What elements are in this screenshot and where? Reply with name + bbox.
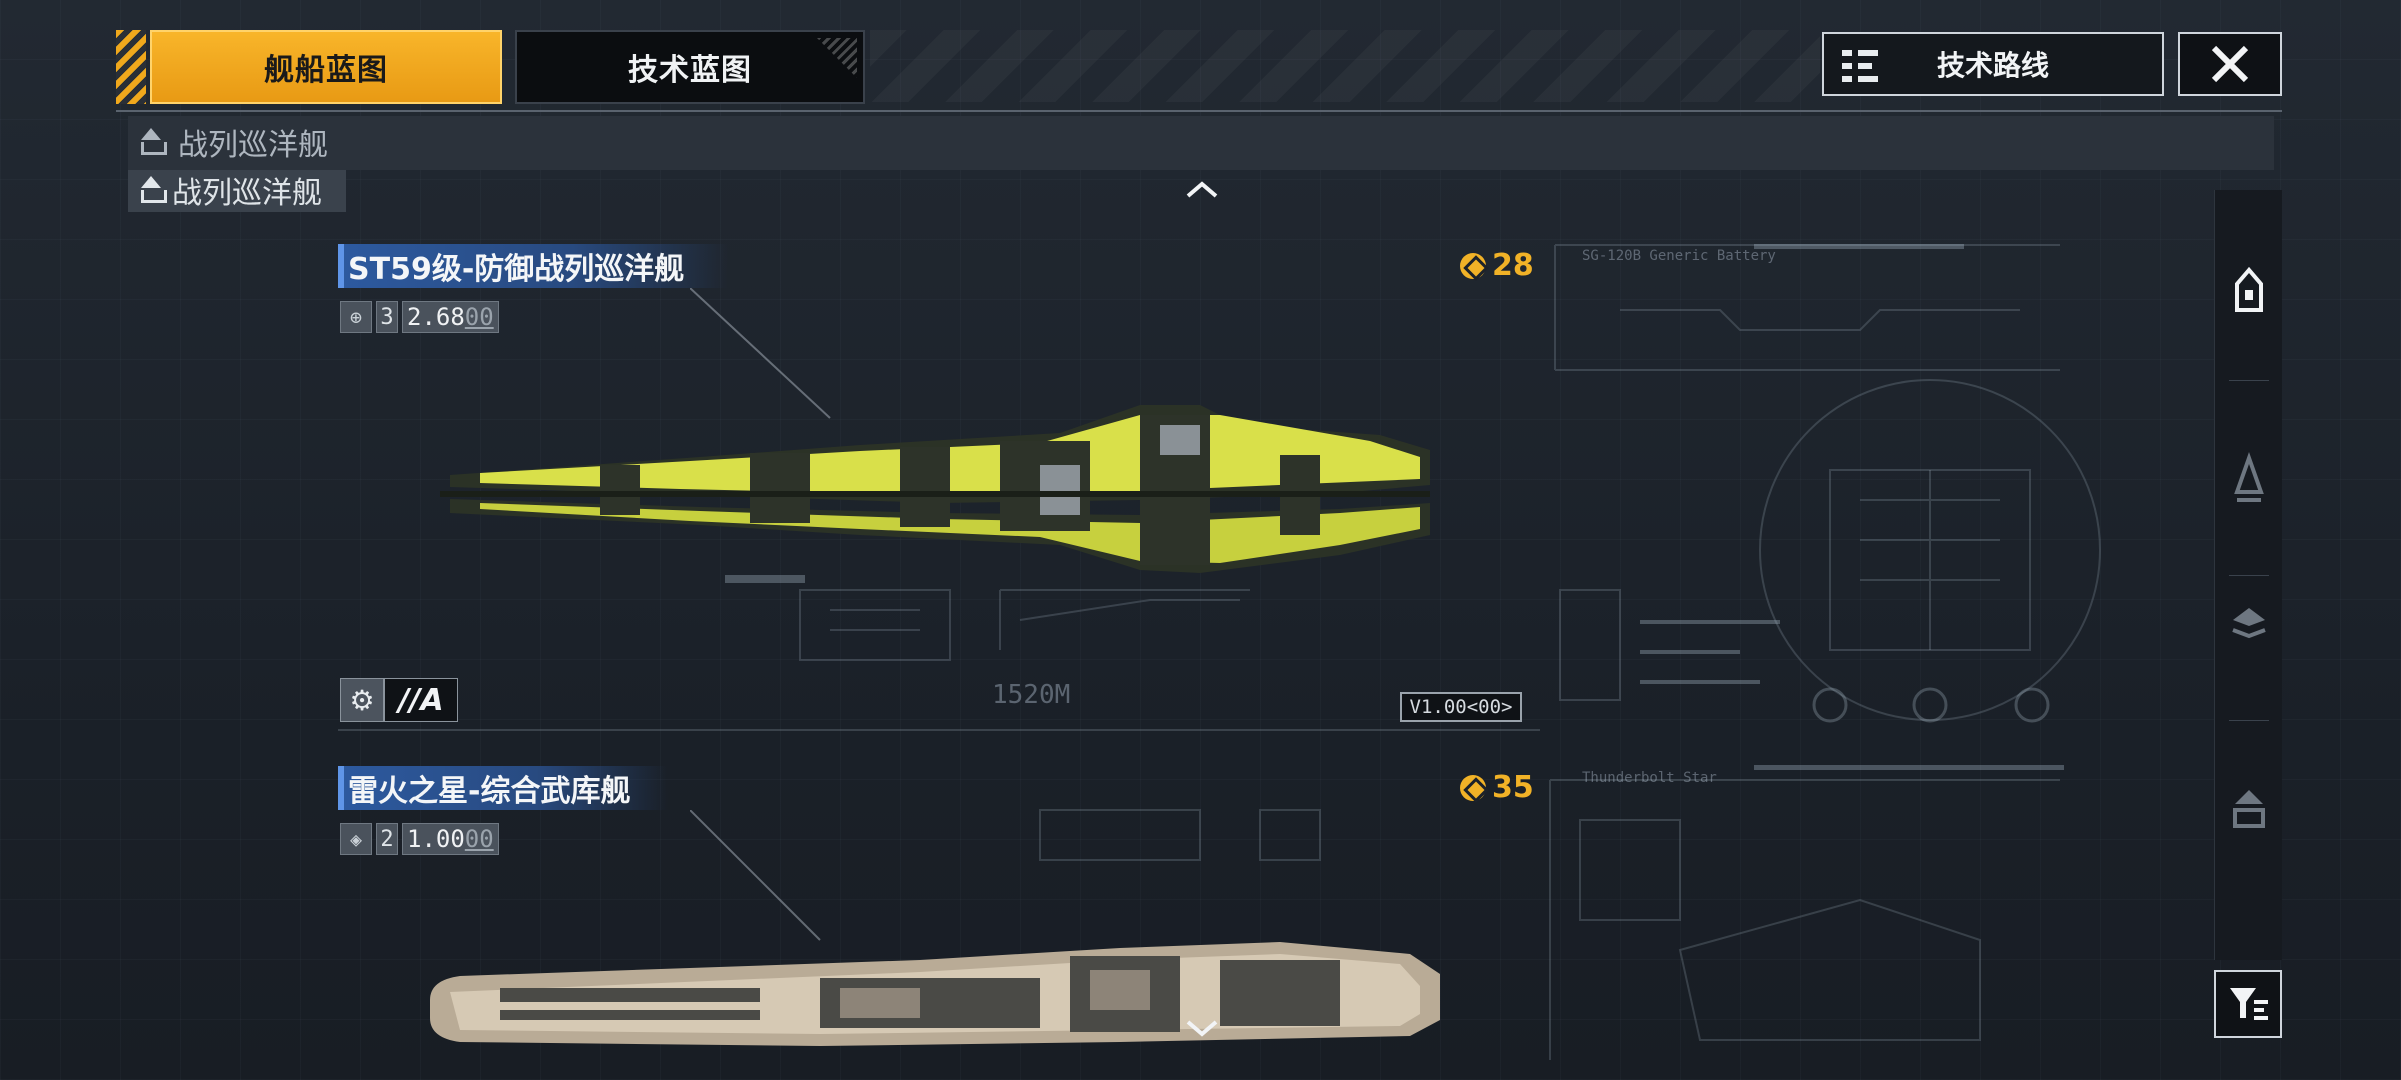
scroll-down-chevron-icon[interactable]: [1184, 1016, 1220, 1046]
tech-route-label: 技术路线: [1936, 49, 2049, 82]
rail-item-carrier[interactable]: [2215, 590, 2283, 650]
rail-separator: [2229, 575, 2269, 576]
list-tree-icon: [1842, 48, 1878, 84]
cost-value: 35: [1492, 770, 1534, 805]
ship-version: V1.00<00>: [1400, 692, 1522, 722]
shield-icon: ◈: [340, 823, 372, 855]
ship-pointer-line: [690, 810, 821, 941]
cost-value: 28: [1492, 248, 1534, 283]
stat-value-main: 2.68: [407, 303, 465, 331]
tech-route-button[interactable]: 技术路线: [1822, 32, 2164, 96]
resource-icon: [1460, 252, 1486, 279]
tab-marker: [116, 30, 146, 104]
stat-count: 2: [376, 823, 398, 855]
stat-value-main: 1.00: [407, 825, 465, 853]
ship-length-label: 1520M: [992, 680, 1071, 710]
category-selected-label: 战列巡洋舰: [172, 176, 322, 211]
stat-count: 3: [376, 301, 398, 333]
globe-icon: ⊕: [340, 301, 372, 333]
ship-illustration-1[interactable]: [440, 395, 1440, 595]
ship-pointer-line: [690, 288, 831, 419]
frigate-icon: [2234, 451, 2264, 502]
rail-item-auxiliary[interactable]: [2215, 780, 2283, 840]
battlecruiser-icon: [2235, 266, 2263, 312]
header-divider: [116, 110, 2282, 112]
scroll-up-chevron-icon[interactable]: [1184, 176, 1220, 206]
ship-grade: ⚙ //A: [340, 678, 458, 722]
category-bar[interactable]: [128, 116, 2274, 170]
rail-separator: [2229, 720, 2269, 721]
battlecruiser-icon: [140, 128, 167, 155]
blueprint-tag-1: SG-120B Generic Battery: [1582, 248, 1776, 264]
auxiliary-icon: [2233, 790, 2265, 828]
tab-ship-blueprint[interactable]: 舰船蓝图: [150, 30, 502, 104]
battlecruiser-icon: [140, 176, 167, 203]
ship-name[interactable]: ST59级-防御战列巡洋舰: [338, 244, 728, 288]
carrier-icon: [2232, 608, 2266, 639]
ship-cost: 35: [1460, 770, 1534, 805]
ship-illustration-2[interactable]: [420, 930, 1450, 1060]
ship-cost: 28: [1460, 248, 1534, 283]
rail-item-battlecruiser[interactable]: [2215, 262, 2283, 322]
header-decoration: [870, 30, 1820, 102]
rail-item-frigate[interactable]: [2215, 450, 2283, 510]
rail-separator: [2229, 380, 2269, 381]
grade-value: //A: [384, 678, 458, 722]
category-bar-label: 战列巡洋舰: [178, 128, 328, 163]
stat-value-dim: 00: [464, 303, 494, 331]
close-icon: [2211, 45, 2249, 83]
stat-value-dim: 00: [464, 825, 494, 853]
filter-icon: [2230, 988, 2268, 1020]
ship-type-rail: [2214, 190, 2282, 960]
gear-icon: ⚙: [340, 678, 384, 722]
resource-icon: [1460, 774, 1486, 801]
blueprint-tag-2: Thunderbolt Star: [1582, 770, 1717, 786]
tab-tech-blueprint[interactable]: 技术蓝图: [515, 30, 865, 104]
filter-button[interactable]: [2214, 970, 2282, 1038]
close-button[interactable]: [2178, 32, 2282, 96]
ship-name[interactable]: 雷火之星-综合武库舰: [338, 766, 668, 810]
